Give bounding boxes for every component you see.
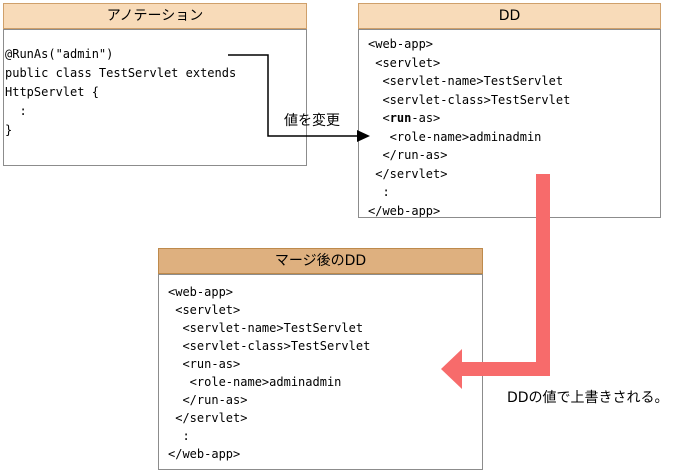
- code-line: <web-app>: [168, 285, 234, 299]
- code-line: <role-name>adminadmin: [168, 375, 342, 389]
- code-line: </servlet>: [168, 411, 248, 425]
- code-line: HttpServlet {: [5, 85, 99, 99]
- code-line: <run-as>: [368, 111, 441, 125]
- code-line: <servlet-name>TestServlet: [368, 74, 564, 88]
- code-line: <servlet>: [368, 55, 441, 70]
- code-line: <servlet-name>TestServlet: [168, 321, 364, 335]
- code-line: </servlet>: [368, 166, 448, 181]
- change-value-label: 値を変更: [284, 113, 340, 129]
- code-line: :: [368, 185, 390, 199]
- code-line: <servlet-class>TestServlet: [168, 339, 371, 353]
- code-line: </run-as>: [368, 148, 448, 162]
- dd-box: DD <web-app> <servlet> <servlet-name>Tes…: [358, 3, 661, 218]
- annotation-code-block: @RunAs("admin") public class TestServlet …: [3, 29, 307, 166]
- code-line: <web-app>: [368, 37, 434, 51]
- annotation-box: アノテーション @RunAs("admin") public class Test…: [3, 3, 307, 166]
- code-line: <servlet-class>TestServlet: [368, 92, 571, 107]
- code-line: <run-as>: [168, 357, 241, 371]
- code-line: @RunAs("admin"): [5, 47, 114, 61]
- annotation-box-title: アノテーション: [3, 3, 307, 29]
- code-line: </run-as>: [168, 393, 248, 407]
- dd-box-title: DD: [358, 3, 661, 29]
- code-line: <servlet>: [168, 303, 241, 317]
- code-line: </web-app>: [368, 203, 441, 218]
- code-line: </web-app>: [168, 447, 241, 461]
- code-line: :: [168, 429, 190, 443]
- code-line: }: [5, 123, 13, 137]
- code-line: public class TestServlet extends: [5, 66, 237, 80]
- merged-dd-box-title: マージ後のDD: [158, 248, 483, 274]
- code-line: <role-name>adminadmin: [368, 129, 542, 144]
- dd-code-block: <web-app> <servlet> <servlet-name>TestSe…: [358, 29, 661, 218]
- merged-dd-code-block: <web-app> <servlet> <servlet-name>TestSe…: [158, 274, 483, 470]
- overwrite-note-label: DDの値で上書きされる。: [507, 390, 669, 406]
- merged-dd-box: マージ後のDD <web-app> <servlet> <servlet-nam…: [158, 248, 483, 470]
- code-line: :: [5, 104, 27, 118]
